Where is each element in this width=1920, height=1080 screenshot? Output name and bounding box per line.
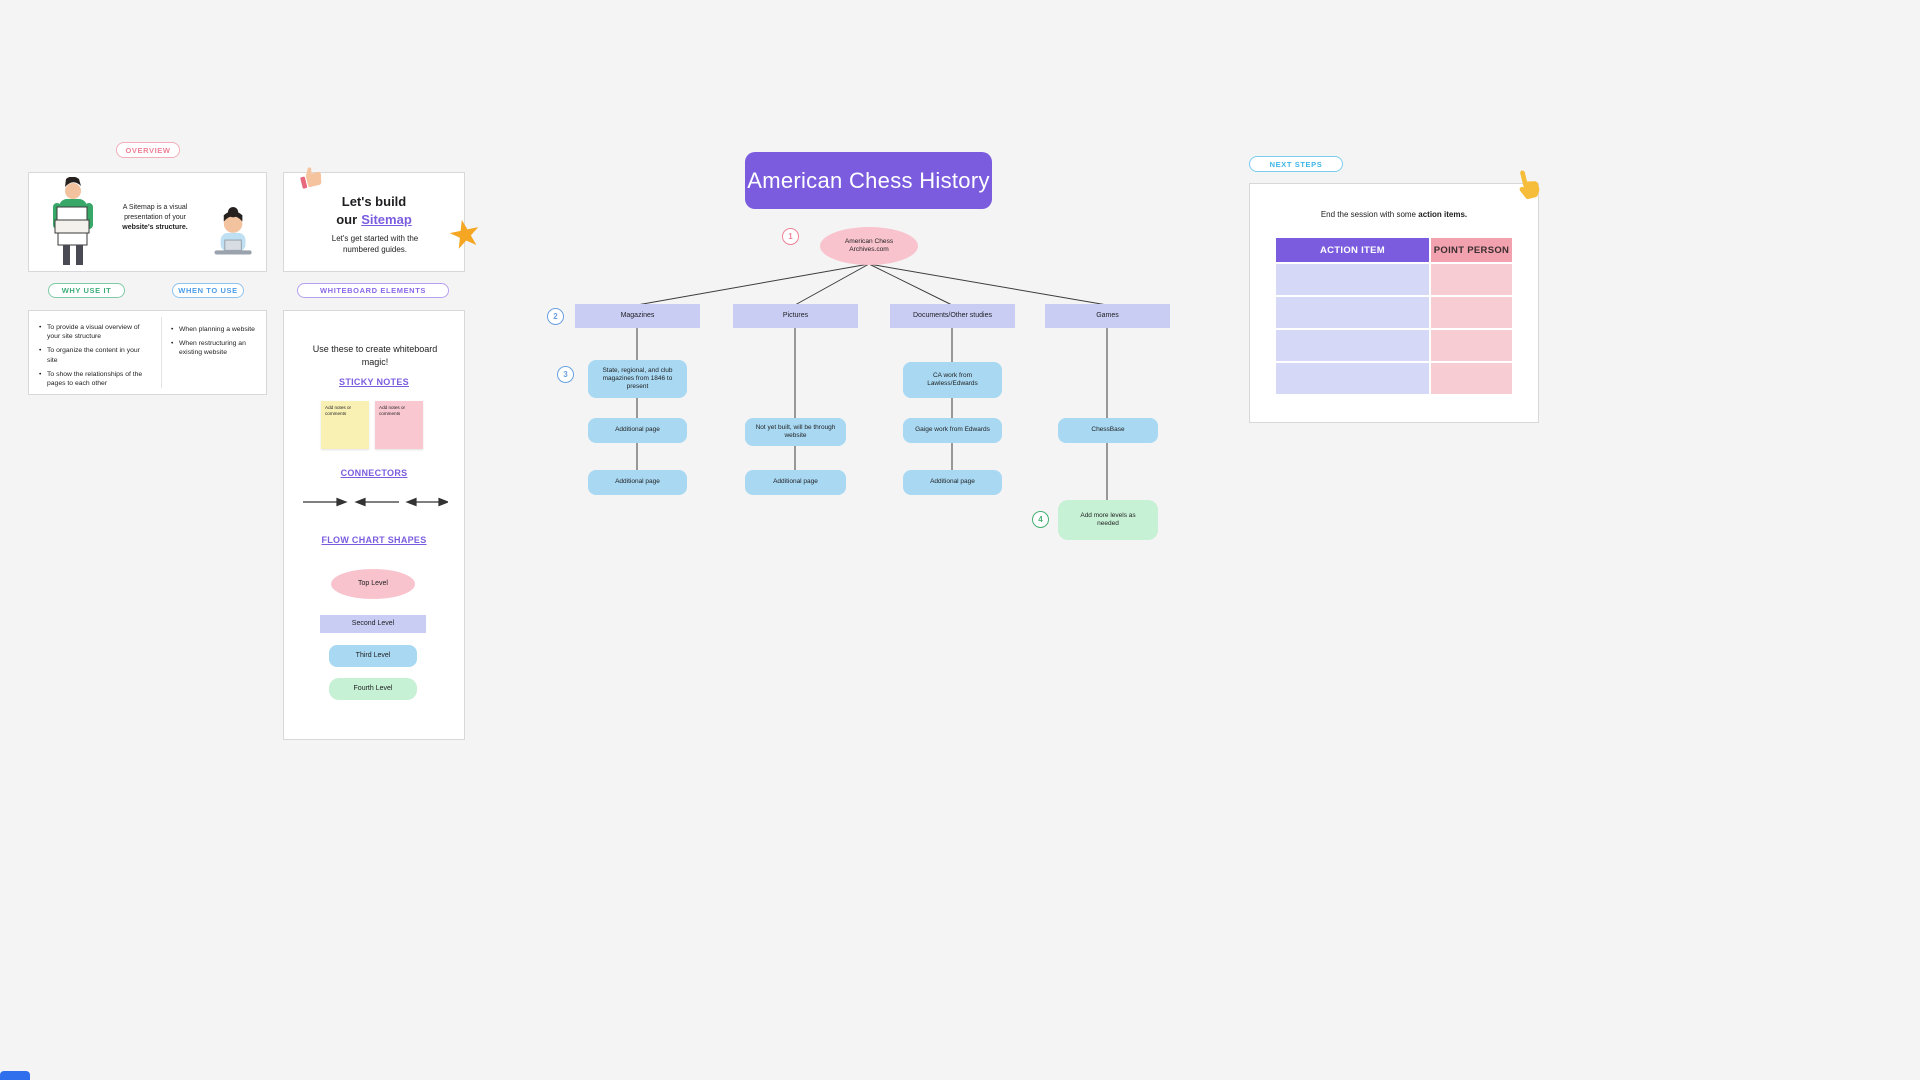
table-row (1276, 297, 1512, 328)
table-row (1276, 330, 1512, 361)
sample-top-level-shape[interactable]: Top Level (331, 569, 415, 599)
step-circle-1[interactable]: 1 (782, 228, 799, 245)
node-magazines-1[interactable]: State, regional, and club magazines from… (588, 360, 687, 398)
table-row (1276, 264, 1512, 295)
step-circle-2[interactable]: 2 (547, 308, 564, 325)
person-at-laptop-illustration (214, 207, 252, 255)
why-use-it-list: To provide a visual overview of your sit… (39, 323, 147, 393)
sample-third-level-shape[interactable]: Third Level (329, 645, 417, 667)
action-item-cell[interactable] (1276, 297, 1429, 328)
sticky-note-yellow[interactable]: Add notes or comments (321, 401, 369, 449)
intro-text-bold: website's structure. (122, 223, 188, 231)
flow-chart-shapes-heading: FLOW CHART SHAPES (321, 535, 427, 545)
bullet-item: To provide a visual overview of your sit… (39, 323, 147, 341)
node-pictures-2[interactable]: Additional page (745, 470, 846, 495)
sticky-notes-heading: STICKY NOTES (339, 377, 409, 387)
sticky-note-pink[interactable]: Add notes or comments (375, 401, 423, 449)
node-documents-3[interactable]: Additional page (903, 470, 1002, 495)
node-games-extra[interactable]: Add more levels as needed (1058, 500, 1158, 540)
node-magazines-3[interactable]: Additional page (588, 470, 687, 495)
point-person-cell[interactable] (1431, 297, 1512, 328)
card-divider (161, 317, 162, 388)
sample-fourth-level-shape[interactable]: Fourth Level (329, 678, 417, 700)
thumbs-up-icon (300, 167, 322, 189)
next-steps-intro: End the session with some action items. (1250, 210, 1538, 219)
action-item-cell[interactable] (1276, 330, 1429, 361)
node-documents-1[interactable]: CA work from Lawless/Edwards (903, 362, 1002, 398)
step-circle-4[interactable]: 4 (1032, 511, 1049, 528)
overview-intro-text: A Sitemap is a visual presentation of yo… (109, 203, 201, 232)
node-magazines-2[interactable]: Additional page (588, 418, 687, 443)
pointing-hand-sticker-icon[interactable] (1506, 162, 1550, 206)
when-to-use-button[interactable]: WHEN TO USE (172, 283, 244, 298)
magic-text: Use these to create whiteboard magic! (312, 344, 438, 367)
bullet-item: When planning a website (171, 325, 263, 334)
next-steps-intro-bold: action items. (1418, 210, 1468, 219)
point-person-header[interactable]: POINT PERSON (1431, 238, 1512, 262)
why-use-it-button[interactable]: WHY USE IT (48, 283, 125, 298)
sitemap-title[interactable]: American Chess History (745, 152, 992, 209)
point-person-cell[interactable] (1431, 330, 1512, 361)
overview-intro-card[interactable]: A Sitemap is a visual presentation of yo… (28, 172, 267, 272)
node-pictures-1[interactable]: Not yet built, will be through website (745, 418, 846, 446)
root-node[interactable]: American Chess Archives.com (820, 227, 918, 265)
connector-arrow-samples[interactable] (303, 495, 448, 509)
action-item-cell[interactable] (1276, 264, 1429, 295)
title-line2: our (336, 211, 358, 227)
point-person-cell[interactable] (1431, 363, 1512, 394)
next-steps-card[interactable]: End the session with some action items. … (1249, 183, 1539, 423)
bullet-item: To show the relationships of the pages t… (39, 370, 147, 388)
overview-badge[interactable]: OVERVIEW (116, 142, 180, 158)
intro-text: A Sitemap is a visual presentation of yo… (122, 204, 188, 221)
action-item-cell[interactable] (1276, 363, 1429, 394)
star-sticker-icon[interactable]: ★ (444, 210, 487, 260)
branch-pictures[interactable]: Pictures (733, 304, 858, 328)
branch-documents[interactable]: Documents/Other studies (890, 304, 1015, 328)
next-steps-intro-text: End the session with some (1320, 210, 1417, 219)
action-item-header[interactable]: ACTION ITEM (1276, 238, 1429, 262)
step-circle-3[interactable]: 3 (557, 366, 574, 383)
branch-magazines[interactable]: Magazines (575, 304, 700, 328)
overview-details-card[interactable]: To provide a visual overview of your sit… (28, 310, 267, 395)
action-items-table: ACTION ITEM POINT PERSON (1274, 236, 1514, 396)
next-steps-badge[interactable]: NEXT STEPS (1249, 156, 1343, 172)
when-to-use-list: When planning a website When restructuri… (171, 325, 263, 363)
sample-second-level-shape[interactable]: Second Level (320, 615, 426, 633)
bottom-left-toolbar-fragment (0, 1071, 30, 1080)
build-sitemap-subtitle: Let's get started with the numbered guid… (331, 234, 419, 255)
whiteboard-elements-card[interactable]: Use these to create whiteboard magic! ST… (283, 310, 465, 740)
node-games-1[interactable]: ChessBase (1058, 418, 1158, 443)
bullet-item: To organize the content in your site (39, 346, 147, 364)
connectors-heading: CONNECTORS (340, 468, 408, 478)
person-carrying-boxes-illustration (53, 177, 93, 265)
point-person-cell[interactable] (1431, 264, 1512, 295)
branch-games[interactable]: Games (1045, 304, 1170, 328)
whiteboard-elements-badge[interactable]: WHITEBOARD ELEMENTS (297, 283, 449, 298)
bullet-item: When restructuring an existing website (171, 339, 263, 357)
title-line1: Let's build (341, 194, 407, 209)
node-documents-2[interactable]: Gaige work from Edwards (903, 418, 1002, 443)
sitemap-link[interactable]: Sitemap (361, 211, 412, 227)
table-row (1276, 363, 1512, 394)
